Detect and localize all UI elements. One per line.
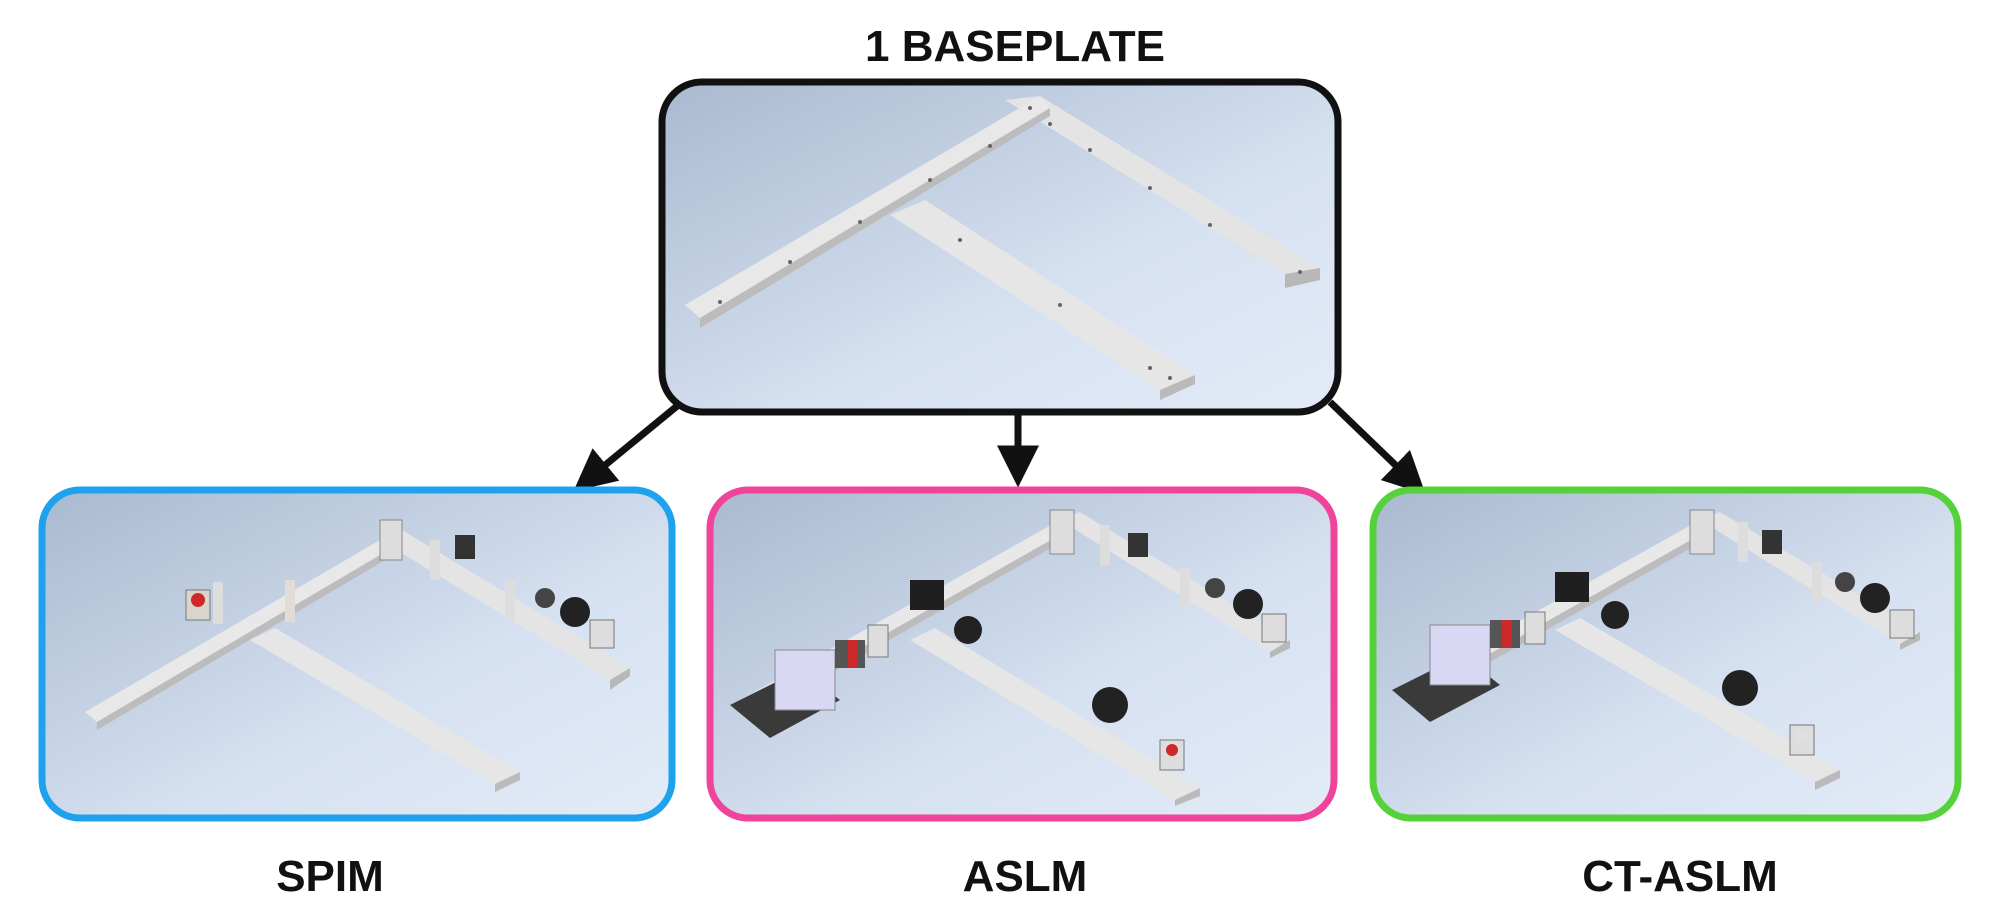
aslm-render bbox=[730, 509, 1290, 806]
spim-components bbox=[185, 519, 615, 649]
ct-aslm-components bbox=[1392, 509, 1915, 756]
arrow-to-ct-aslm bbox=[1327, 399, 1426, 495]
aslm-components bbox=[730, 509, 1287, 771]
aslm-panel bbox=[706, 486, 1338, 822]
ct-aslm-panel bbox=[1369, 486, 1962, 822]
spim-label: SPIM bbox=[276, 852, 384, 901]
baseplate-label: 1 BASEPLATE bbox=[865, 22, 1165, 71]
spim-panel bbox=[38, 486, 676, 822]
baseplate-render bbox=[685, 96, 1320, 400]
arrows bbox=[573, 399, 1426, 495]
ct-aslm-label: CT-ASLM bbox=[1582, 852, 1778, 901]
aslm-label: ASLM bbox=[962, 852, 1088, 901]
arrow-to-spim bbox=[573, 399, 685, 492]
spim-render bbox=[85, 519, 630, 792]
baseplate-panel bbox=[658, 78, 1342, 416]
ct-aslm-render bbox=[1392, 509, 1920, 790]
